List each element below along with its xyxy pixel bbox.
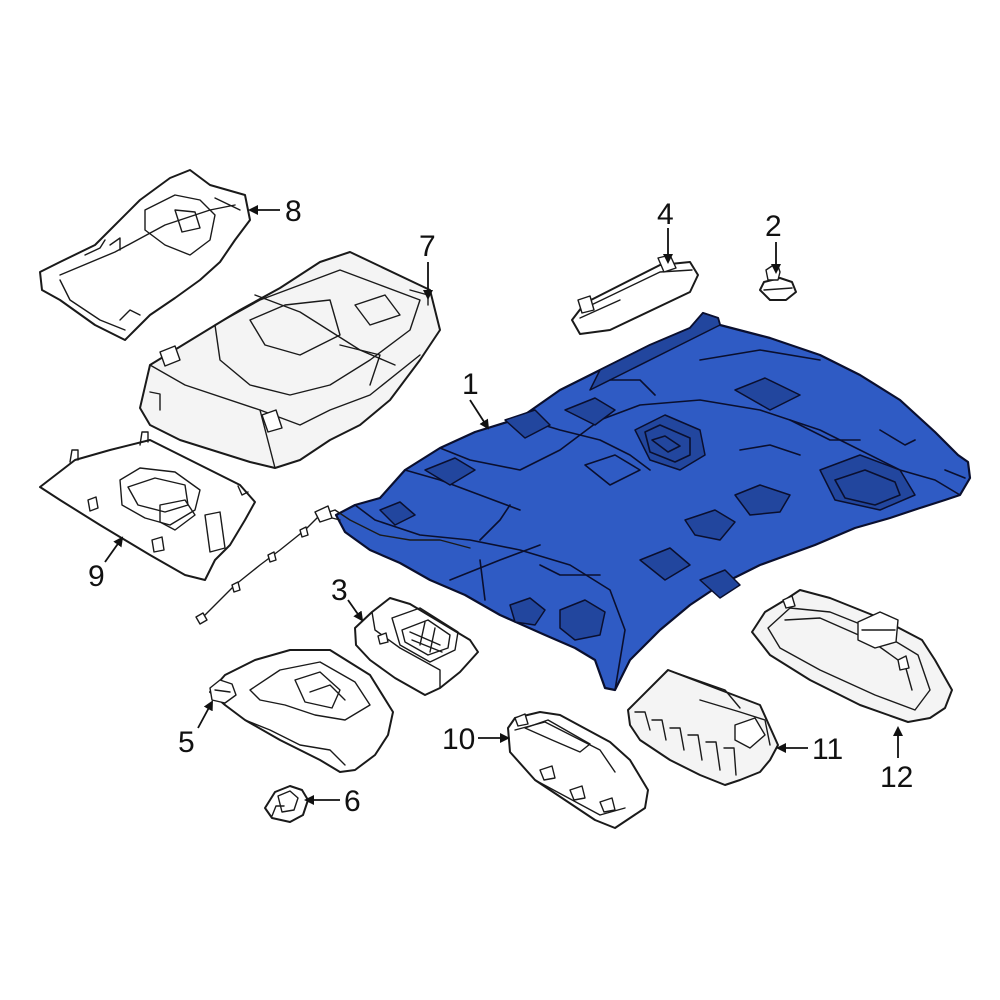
callout-9: 9: [88, 560, 105, 593]
callout-11: 11: [812, 733, 843, 766]
callout-3: 3: [331, 574, 348, 607]
wiring-harness: [195, 505, 471, 625]
part-6-visor-clip: [264, 785, 309, 823]
part-3-dome-lamp: [354, 597, 479, 696]
leader-lines: [104, 205, 903, 805]
part-1-headliner: [334, 311, 972, 692]
leader-3: [347, 599, 364, 622]
part-5-sun-visor: [209, 649, 394, 773]
callout-10: 10: [442, 723, 475, 756]
part-7-overhead-console: [139, 251, 441, 469]
callout-7: 7: [419, 230, 436, 263]
part-2-clip: [759, 265, 797, 301]
part-4-grab-handle: [571, 254, 699, 335]
leader-9: [104, 536, 124, 563]
part-12-rear-lamp: [751, 589, 953, 723]
leader-5: [197, 700, 213, 729]
part-11-bracket: [627, 669, 779, 786]
callout-12: 12: [880, 761, 913, 794]
leader-1: [469, 399, 490, 430]
callout-5: 5: [178, 726, 195, 759]
callout-2: 2: [765, 210, 782, 243]
part-9-header-panel: [39, 431, 256, 581]
part-8-console-bracket: [39, 169, 251, 341]
callout-1: 1: [462, 368, 479, 401]
callout-8: 8: [285, 195, 302, 228]
part-10-handle-bezel: [507, 711, 649, 829]
callout-labels: 1 2 3 4 5 6 7 8 9 10 11 12: [88, 195, 913, 818]
callout-6: 6: [344, 785, 361, 818]
callout-4: 4: [657, 198, 674, 231]
